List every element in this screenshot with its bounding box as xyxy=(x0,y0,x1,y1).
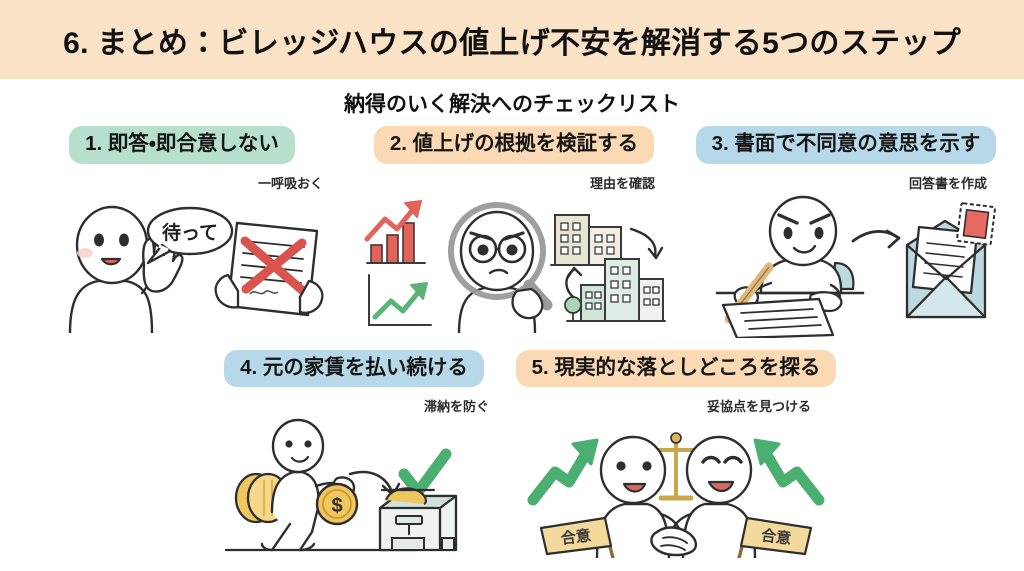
step-1-caption: 一呼吸おく xyxy=(257,175,323,191)
speech-bubble-text: 待って xyxy=(162,221,218,244)
head xyxy=(768,195,838,266)
step-card-5[interactable]: 5. 現実的な落としどころを探る 妥協点を見つける xyxy=(515,349,837,559)
step-4-caption: 滞納を防ぐ xyxy=(423,399,489,415)
hands-holding-paper xyxy=(214,273,324,314)
envelope xyxy=(905,219,987,318)
illustration-person-refusing-contract: 待って xyxy=(68,205,324,333)
page-title: 6. まとめ：ビレッジハウスの値上げ不安を解消する5つのステップ xyxy=(63,26,961,60)
flag-label-left: 合意 xyxy=(560,526,592,548)
agreement-flag-right: 合意 xyxy=(737,517,813,559)
step-2-caption-row: 理由を確認 xyxy=(355,173,673,191)
step-1-caption-row: 一呼吸おく xyxy=(23,173,341,191)
handshake xyxy=(650,526,698,557)
green-line-chart xyxy=(368,273,432,326)
steps-row-top: 1. 即答・即合意しない 一呼吸おく xyxy=(0,126,1024,338)
step-2-caption: 理由を確認 xyxy=(589,175,655,191)
page-subtitle: 納得のいく解決へのチェックリスト xyxy=(344,92,680,116)
arrow-icon xyxy=(851,229,901,249)
green-check-mark xyxy=(398,448,452,498)
step-card-3[interactable]: 3. 書面で不同意の意思を示す 回答書を作成 xyxy=(687,126,1005,338)
step-card-1[interactable]: 1. 即答・即合意しない 一呼吸おく xyxy=(23,126,341,338)
person-with-magnifier xyxy=(448,201,553,333)
person-right xyxy=(669,436,757,559)
illustration-handshake-agreement: 合意 合意 xyxy=(527,432,825,559)
step-3-illustration xyxy=(693,193,999,338)
postage-stamp xyxy=(956,201,996,246)
dollar-coin: $ xyxy=(315,483,359,526)
green-arrow-left xyxy=(527,438,599,506)
red-cross-mark xyxy=(240,236,308,296)
step-5-label: 5. 現実的な落としどころを探る xyxy=(515,349,837,388)
payment-machine xyxy=(378,487,458,552)
written-document xyxy=(721,297,835,338)
eye-left xyxy=(94,233,104,247)
step-4-caption-row: 滞納を防ぐ xyxy=(201,396,507,414)
step-5-illustration: 合意 合意 xyxy=(521,416,831,559)
buildings-lower xyxy=(564,257,666,322)
step-2-label: 2. 値上げの根拠を検証する xyxy=(373,126,655,164)
step-1-illustration: 待って xyxy=(32,193,332,333)
red-bar-chart xyxy=(364,199,426,264)
mouth xyxy=(100,257,122,265)
step-3-caption: 回答書を作成 xyxy=(908,175,987,191)
agreement-flag-left: 合意 xyxy=(539,517,615,559)
speech-bubble: 待って xyxy=(146,206,234,264)
green-arrow-right xyxy=(753,438,825,506)
step-4-label: 4. 元の家賃を払い続ける xyxy=(224,349,484,388)
flag-label-right: 合意 xyxy=(760,526,792,548)
comparison-arrows xyxy=(565,227,664,298)
blush xyxy=(77,247,93,258)
step-5-caption: 妥協点を見つける xyxy=(706,399,811,415)
header-band: 6. まとめ：ビレッジハウスの値上げ不安を解消する5つのステップ xyxy=(0,0,1024,79)
step-1-label: 1. 即答・即合意しない xyxy=(69,126,295,164)
subtitle-container: 納得のいく解決へのチェックリスト xyxy=(0,79,1024,126)
steps-area: 1. 即答・即合意しない 一呼吸おく xyxy=(0,126,1024,571)
illustration-paying-rent-machine: $ xyxy=(224,419,458,552)
step-4-illustration: $ xyxy=(220,416,488,558)
steps-row-bottom: 4. 元の家賃を払い続ける 滞納を防ぐ xyxy=(0,349,1024,559)
step-5-caption-row: 妥協点を見つける xyxy=(523,396,829,414)
illustration-verify-basis-charts-buildings xyxy=(364,199,666,333)
step-3-label: 3. 書面で不同意の意思を示す xyxy=(695,126,997,164)
buildings-upper xyxy=(550,213,626,266)
eye-right xyxy=(119,233,129,247)
svg-text:$: $ xyxy=(331,495,342,517)
illustration-writing-letter-envelope xyxy=(715,195,996,338)
step-3-caption-row: 回答書を作成 xyxy=(687,173,1005,191)
step-2-illustration xyxy=(359,193,669,333)
step-card-4[interactable]: 4. 元の家賃を払い続ける 滞納を防ぐ xyxy=(201,349,507,559)
step-card-2[interactable]: 2. 値上げの根拠を検証する 理由を確認 xyxy=(355,126,673,338)
